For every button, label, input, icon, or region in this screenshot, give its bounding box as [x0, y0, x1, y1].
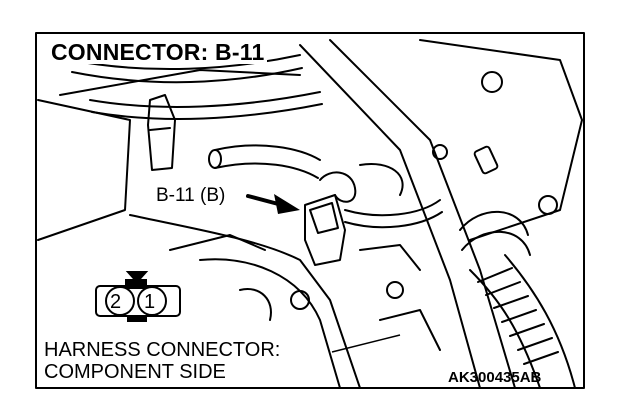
frame-member: [299, 44, 481, 389]
bolt-1: [481, 71, 503, 93]
connector-title: CONNECTOR: B-11: [48, 41, 268, 64]
connector-pin-2: 2: [110, 291, 122, 313]
left-panel: [37, 99, 131, 241]
arrow-icon: [274, 194, 300, 214]
caption-line-2: COMPONENT SIDE: [44, 361, 226, 383]
lower-right-hose: [469, 269, 541, 389]
upper-hose: [69, 54, 301, 71]
bracket-slot: [473, 145, 499, 175]
figure-code: AK300435AB: [448, 369, 542, 386]
harness-connector-icon: [95, 271, 181, 322]
connector-pin-1: 1: [144, 291, 156, 313]
left-panel-inner: [59, 69, 301, 96]
sensor-wire: [344, 199, 441, 217]
bolt-3: [538, 195, 558, 215]
connector-callout-label: B-11 (B): [154, 185, 228, 206]
bolt-2: [432, 144, 448, 160]
right-bracket: [419, 39, 583, 241]
central-tube: [214, 144, 321, 161]
hose-clip: [147, 94, 176, 171]
figure-frame: [35, 32, 585, 389]
caption-line-1: HARNESS CONNECTOR:: [44, 339, 281, 361]
caption-leader-line: [331, 334, 401, 353]
clamp-band: [459, 210, 529, 236]
